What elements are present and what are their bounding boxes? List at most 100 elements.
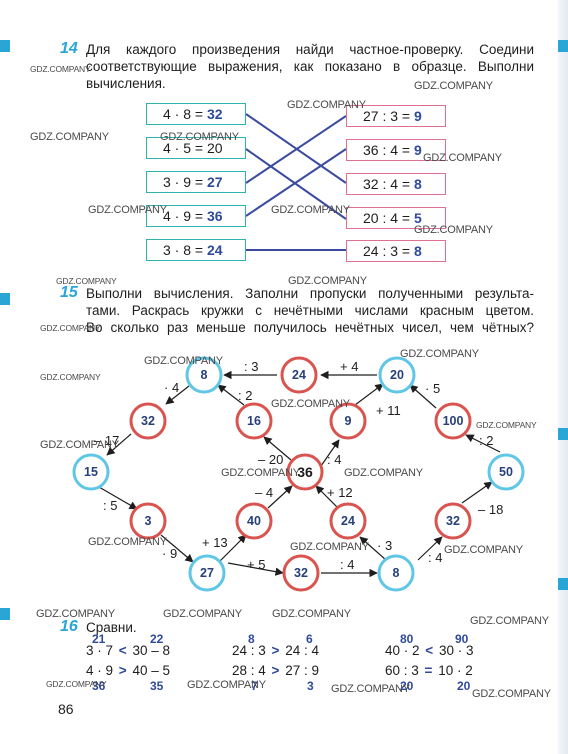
comparison-sign: <: [118, 643, 127, 658]
quotient-box: 32 : 4 = 8: [346, 173, 446, 195]
node-value: 32: [446, 514, 460, 528]
node-value: 16: [247, 414, 261, 428]
node-circle-red: [329, 402, 367, 440]
watermark: GDZ.COMPANY: [272, 608, 351, 620]
node-value: 8: [393, 566, 400, 580]
node-circle-blue: [377, 554, 415, 592]
helper-number: 90: [455, 632, 469, 646]
quotient-answer: 9: [413, 108, 422, 124]
operation-label: : 4: [340, 557, 355, 572]
quotient-box: 27 : 3 = 9: [346, 105, 446, 127]
product-box: 3 · 9 = 27: [146, 171, 246, 193]
operation-label: + 5: [247, 557, 266, 572]
operation-label: + 4: [340, 359, 359, 374]
node-circle-red: [329, 502, 367, 540]
watermark: GDZ.COMPANY: [290, 541, 369, 553]
operation-label: : 2: [238, 388, 253, 403]
quotient-answer: 8: [413, 176, 422, 192]
watermark: GDZ.COMPANY: [30, 131, 109, 143]
margin-marker: [0, 608, 10, 620]
operation-label: – 18: [478, 502, 504, 517]
page-fold-shadow: [558, 0, 568, 754]
quotient-answer: 8: [413, 243, 422, 259]
task-14-text: Для каждого произведения найди частное-п…: [86, 41, 534, 92]
watermark: GDZ.COMPANY: [40, 372, 101, 382]
helper-number: 6: [306, 632, 313, 646]
task-15-line: Во сколько раз меньше получилось нечётны…: [86, 320, 534, 335]
watermark: GDZ.COMPANY: [88, 204, 167, 216]
node-value: 50: [499, 465, 513, 479]
task-15-line: тами. Раскрась кружки с нечётными числам…: [86, 303, 534, 318]
chain-arrow: [461, 481, 493, 504]
watermark: GDZ.COMPANY: [271, 204, 350, 216]
helper-number: 35: [150, 679, 164, 693]
chain-arrow: [465, 434, 501, 453]
chain-arrow: [165, 385, 190, 405]
helper-number: 80: [400, 632, 414, 646]
connector-line: [245, 148, 347, 217]
operation-label: : 3: [244, 359, 259, 374]
operation-label: : 5: [103, 498, 118, 513]
watermark: GDZ.COMPANY: [221, 467, 300, 479]
connector-line: [245, 148, 347, 220]
node-circle-blue: [188, 554, 226, 592]
node-circle-red: [434, 502, 472, 540]
helper-number: 20: [457, 679, 471, 693]
margin-marker: [0, 40, 10, 52]
helper-number: 7: [251, 679, 258, 693]
watermark: GDZ.COMPANY: [40, 323, 101, 333]
product-answer: 32: [206, 106, 223, 122]
watermark: GDZ.COMPANY: [470, 615, 549, 627]
task-16-title: Сравни.: [86, 620, 137, 635]
node-circle-blue: [72, 453, 110, 491]
task-14-number: 14: [60, 40, 78, 57]
product-box: 4 · 5 = 20: [146, 137, 246, 159]
node-circle-blue: [185, 356, 223, 394]
watermark: GDZ.COMPANY: [88, 536, 167, 548]
node-circle-red: [280, 356, 318, 394]
helper-number: 8: [248, 632, 255, 646]
quotient-box: 24 : 3 = 8: [346, 240, 446, 262]
watermark: GDZ.COMPANY: [271, 398, 350, 410]
chain-arrow: [217, 384, 245, 406]
task-14-line: Для каждого произведения найди частное-п…: [86, 42, 534, 57]
node-value: 100: [443, 414, 464, 428]
node-circle-red: [434, 402, 472, 440]
comparison-sign: >: [118, 663, 127, 678]
quotient-answer: 9: [413, 142, 422, 158]
helper-number: 22: [150, 632, 164, 646]
margin-marker: [558, 40, 568, 52]
chain-arrow: [227, 562, 284, 576]
product-answer: 27: [206, 174, 223, 190]
product-box: 3 · 8 = 24: [146, 239, 246, 261]
operation-label: – 17: [94, 433, 120, 448]
watermark: GDZ.COMPANY: [472, 688, 551, 700]
task-14-line: вычисления.: [86, 76, 166, 91]
watermark: GDZ.COMPANY: [400, 348, 479, 360]
operation-label: · 9: [162, 546, 178, 561]
page-number: 86: [58, 701, 74, 717]
watermark: GDZ.COMPANY: [331, 683, 410, 695]
comparison-sign: =: [424, 663, 433, 678]
operation-label: + 13: [202, 535, 228, 550]
node-value: 15: [84, 465, 98, 479]
helper-number: 3: [307, 679, 314, 693]
product-answer: 36: [206, 208, 223, 224]
watermark: GDZ.COMPANY: [40, 439, 119, 451]
comparison-item: 60 : 3 = 10 · 2: [385, 663, 473, 678]
comparison-sign: <: [425, 643, 434, 658]
node-value: 40: [247, 514, 261, 528]
node-value: 32: [141, 414, 155, 428]
node-value: 32: [294, 566, 308, 580]
operation-label: · 5: [425, 381, 441, 396]
watermark: GDZ.COMPANY: [187, 679, 266, 691]
quotient-answer: 5: [413, 210, 422, 226]
watermark: GDZ.COMPANY: [288, 275, 367, 287]
comparison-item: 4 · 9 > 40 – 5: [86, 663, 170, 678]
operation-label: : 4: [327, 452, 342, 467]
node-circle-blue: [378, 356, 416, 394]
node-value: 8: [201, 368, 208, 382]
watermark: GDZ.COMPANY: [344, 467, 423, 479]
